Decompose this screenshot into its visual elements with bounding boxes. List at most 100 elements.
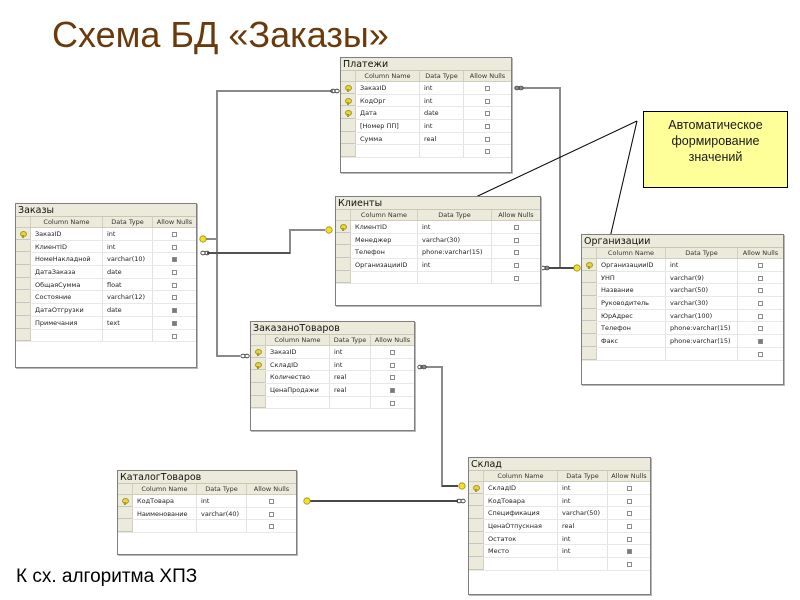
allow-nulls-checkbox[interactable] — [485, 98, 490, 104]
allow-nulls-checkbox[interactable] — [390, 362, 395, 368]
data-type-cell[interactable]: int — [558, 545, 608, 558]
row-selector[interactable] — [582, 297, 597, 309]
data-type-cell[interactable]: varchar(40) — [197, 507, 247, 520]
data-type-cell[interactable]: real — [558, 520, 608, 532]
column-name-cell[interactable] — [356, 145, 420, 158]
data-type-cell[interactable]: int — [420, 94, 464, 107]
data-type-cell[interactable] — [330, 396, 371, 409]
table-sklad[interactable]: Склад Column Name Data Type Allow Nulls … — [468, 457, 651, 595]
column-name-cell[interactable] — [351, 271, 418, 284]
row-selector[interactable] — [16, 291, 31, 304]
row-selector[interactable] — [582, 284, 597, 297]
allow-nulls-checkbox[interactable] — [626, 486, 632, 491]
row-selector[interactable] — [251, 396, 266, 409]
allow-nulls-checkbox[interactable] — [172, 320, 177, 326]
row-selector[interactable] — [341, 94, 356, 107]
allow-nulls-checkbox[interactable] — [485, 86, 490, 91]
allow-nulls-checkbox[interactable] — [390, 350, 395, 355]
column-name-cell[interactable]: ОрганизацииID — [597, 259, 666, 271]
row-selector[interactable] — [336, 246, 351, 259]
data-type-cell[interactable]: phone:varchar(15) — [666, 335, 738, 347]
data-type-cell[interactable]: varchar(50) — [558, 507, 608, 520]
data-type-cell[interactable]: varchar(30) — [418, 233, 492, 246]
data-type-cell[interactable]: int — [197, 495, 247, 507]
allow-nulls-checkbox[interactable] — [513, 275, 519, 281]
row-selector[interactable] — [582, 322, 597, 335]
data-type-cell[interactable]: float — [103, 278, 153, 291]
column-name-cell[interactable]: ДатаОтгрузки — [31, 304, 103, 316]
column-name-cell[interactable]: КодТовара — [133, 495, 197, 507]
data-type-cell[interactable]: int — [420, 82, 464, 94]
data-type-cell[interactable] — [418, 271, 492, 284]
data-type-cell[interactable]: varchar(9) — [666, 271, 738, 284]
allow-nulls-checkbox[interactable] — [626, 549, 632, 555]
column-name-cell[interactable]: ЗаказID — [31, 228, 103, 240]
column-name-cell[interactable]: Остаток — [484, 532, 558, 545]
column-name-cell[interactable]: КлиентID — [31, 240, 103, 253]
data-type-cell[interactable] — [666, 347, 738, 360]
row-selector[interactable] — [582, 309, 597, 322]
data-type-cell[interactable]: phone:varchar(15) — [666, 322, 738, 335]
column-name-cell[interactable]: Количество — [266, 371, 330, 384]
data-type-cell[interactable]: int — [420, 120, 464, 132]
column-name-cell[interactable]: Наименование — [133, 507, 197, 520]
column-name-cell[interactable]: КодОрг — [356, 94, 420, 107]
row-selector[interactable] — [251, 371, 266, 384]
data-type-cell[interactable]: date — [420, 107, 464, 120]
row-selector[interactable] — [469, 558, 484, 570]
allow-nulls-checkbox[interactable] — [390, 400, 395, 406]
data-type-cell[interactable]: varchar(10) — [103, 253, 153, 266]
row-selector[interactable] — [341, 107, 356, 120]
column-name-cell[interactable]: Состояние — [31, 291, 103, 304]
row-selector[interactable] — [341, 132, 356, 145]
table-row[interactable] — [582, 347, 783, 361]
allow-nulls-checkbox[interactable] — [758, 275, 763, 281]
allow-nulls-checkbox[interactable] — [269, 524, 274, 530]
column-name-cell[interactable]: ОрганизацииID — [351, 259, 418, 271]
row-selector[interactable] — [16, 253, 31, 266]
column-name-cell[interactable]: ЗаказID — [356, 82, 420, 94]
table-row[interactable] — [336, 271, 540, 285]
data-type-cell[interactable]: varchar(12) — [103, 291, 153, 304]
allow-nulls-checkbox[interactable] — [626, 536, 632, 542]
allow-nulls-checkbox[interactable] — [269, 511, 274, 517]
data-type-cell[interactable]: text — [103, 316, 153, 329]
column-name-cell[interactable]: Примечания — [31, 316, 103, 329]
allow-nulls-checkbox[interactable] — [758, 301, 763, 307]
row-selector[interactable] — [251, 358, 266, 371]
row-selector[interactable] — [336, 271, 351, 284]
column-name-cell[interactable]: ОбщаяСумма — [31, 278, 103, 291]
row-selector[interactable] — [469, 532, 484, 545]
data-type-cell[interactable]: date — [103, 304, 153, 316]
allow-nulls-checkbox[interactable] — [172, 333, 177, 339]
column-name-cell[interactable]: ЮрАдрес — [597, 309, 666, 322]
table-row[interactable] — [16, 329, 196, 343]
data-type-cell[interactable]: int — [666, 259, 738, 271]
column-name-cell[interactable]: Менеджер — [351, 233, 418, 246]
column-name-cell[interactable]: ЦенаПродажи — [266, 384, 330, 396]
row-selector[interactable] — [16, 329, 31, 342]
allow-nulls-checkbox[interactable] — [172, 232, 177, 237]
column-name-cell[interactable]: КлиентID — [351, 221, 418, 233]
row-selector[interactable] — [16, 316, 31, 329]
column-name-cell[interactable]: Телефон — [351, 246, 418, 259]
data-type-cell[interactable]: int — [103, 228, 153, 240]
